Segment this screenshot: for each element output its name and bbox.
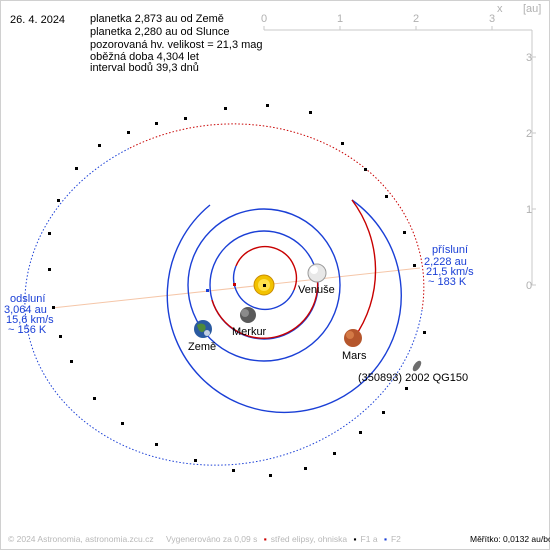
x-tick-label: 1 xyxy=(337,13,344,25)
mercury-orbit-south xyxy=(232,265,295,311)
orbit-point xyxy=(266,104,269,107)
asteroid-orbit-south xyxy=(24,147,423,466)
mars-orbit-south xyxy=(166,199,402,414)
orbit-point xyxy=(184,117,187,120)
legend-f2-label: F2 xyxy=(390,534,401,544)
orbit-point xyxy=(57,199,60,202)
unit-label: [au] xyxy=(523,3,542,15)
footer: © 2024 Astronomia, astronomia.zcu.cz Vyg… xyxy=(8,534,405,544)
date: 26. 4. 2024 xyxy=(10,14,66,26)
legend-center-marker: ▪ xyxy=(263,534,267,544)
orbit-point xyxy=(121,422,124,425)
orbit-point xyxy=(385,195,388,198)
generated-time: Vygenerováno za 0,09 s xyxy=(166,534,258,544)
earth-orbit xyxy=(187,208,341,362)
orbit-point xyxy=(403,231,406,234)
axes xyxy=(263,26,536,286)
copyright-link[interactable]: © 2024 Astronomia, astronomia.zcu.cz xyxy=(8,534,154,544)
info-point-interval: interval bodů 39,3 dnů xyxy=(90,62,199,74)
orbit-point xyxy=(52,306,55,309)
orbit-point xyxy=(382,411,385,414)
orbit-point xyxy=(75,167,78,170)
y-tick-label: 3 xyxy=(526,52,533,64)
orbit-point xyxy=(269,474,272,477)
mars-label: Mars xyxy=(342,350,367,362)
asteroid-points xyxy=(48,104,426,477)
asteroid-label: (350893) 2002 QG150 xyxy=(358,372,469,384)
perihelion-title: přísluní xyxy=(432,244,469,256)
perihelion-speed: 21,5 km/s xyxy=(426,266,474,278)
legend-center-label: střed elipsy, ohniska xyxy=(270,534,348,544)
orbit-point xyxy=(194,459,197,462)
orbit-point xyxy=(333,452,336,455)
orbit-point xyxy=(70,360,73,363)
aphelion-speed: 15,6 km/s xyxy=(6,314,54,326)
ellipse-center-marker xyxy=(233,283,236,286)
orbit-point xyxy=(304,467,307,470)
y-tick-label: 0 xyxy=(526,280,533,292)
x-tick-label: 0 xyxy=(261,13,268,25)
orbit-point xyxy=(224,107,227,110)
perihelion-distance: 2,228 au xyxy=(424,256,467,268)
orbit-point xyxy=(93,397,96,400)
apsis-line xyxy=(51,267,421,309)
y-tick-label: 1 xyxy=(526,204,533,216)
mercury-orbit-north xyxy=(235,245,298,291)
venus-orbit-north xyxy=(211,270,319,339)
orbit-point xyxy=(405,387,408,390)
focus-f2-marker xyxy=(206,289,209,292)
mars xyxy=(344,329,362,347)
info-earth-distance: planetka 2,873 au od Země xyxy=(90,13,224,25)
legend-f2-marker: ▪ xyxy=(383,534,387,544)
orbit-point xyxy=(309,111,312,114)
orbit-point xyxy=(48,268,51,271)
info-period: oběžná doba 4,304 let xyxy=(90,51,199,63)
aphelion-title: odsluní xyxy=(10,293,46,305)
info-magnitude: pozorovaná hv. velikost = 21,3 mag xyxy=(90,39,263,51)
orbit-point xyxy=(364,168,367,171)
asteroid xyxy=(412,360,422,372)
aphelion-distance: 3,064 au xyxy=(4,304,47,316)
scale-label: Měřítko: 0,0132 au/bod xyxy=(470,534,550,544)
orbit-point xyxy=(423,331,426,334)
perihelion-temperature: ~ 183 K xyxy=(428,276,467,288)
mars-orbit-north xyxy=(351,199,377,339)
mercury xyxy=(240,307,256,323)
orbit-point xyxy=(48,232,51,235)
earth xyxy=(194,320,212,338)
orbit-point xyxy=(98,144,101,147)
asteroid-orbit-north xyxy=(129,123,425,311)
y-tick-label: 2 xyxy=(526,128,533,140)
venus xyxy=(307,263,327,283)
mercury-label: Merkur xyxy=(232,326,267,338)
orbit-point xyxy=(341,142,344,145)
orbit-point xyxy=(232,469,235,472)
orbit-point xyxy=(413,264,416,267)
x-axis-label: x xyxy=(497,3,503,15)
x-tick-label: 3 xyxy=(489,13,496,25)
aphelion-temperature: ~ 156 K xyxy=(8,324,47,336)
earth-label: Země xyxy=(188,341,217,353)
info-sun-distance: planetka 2,280 au od Slunce xyxy=(90,26,230,38)
legend-f1-label: F1 a xyxy=(360,534,378,544)
sun xyxy=(253,274,275,296)
orbit-point xyxy=(155,122,158,125)
orbit-point xyxy=(127,131,130,134)
orbit-point xyxy=(155,443,158,446)
orbit-point xyxy=(359,431,362,434)
x-tick-label: 2 xyxy=(413,13,420,25)
venus-label: Venuše xyxy=(298,284,335,296)
legend-f1-marker: ▪ xyxy=(353,534,357,544)
orbit-point xyxy=(59,335,62,338)
